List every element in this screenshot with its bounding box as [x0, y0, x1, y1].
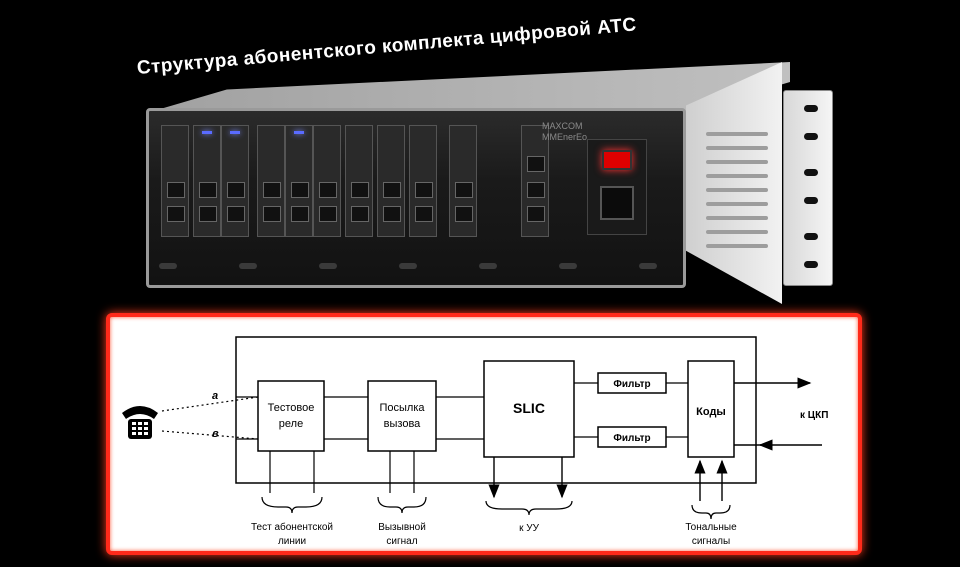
brace-tone — [691, 504, 731, 520]
ring-signal-label-2: сигнал — [386, 536, 417, 547]
blank-module — [377, 125, 405, 237]
blank-module — [521, 125, 549, 237]
brace-test — [261, 496, 323, 514]
slide-title: Структура абонентского комплекта цифрово… — [136, 14, 638, 80]
test-line-label-2: линии — [278, 536, 306, 547]
rack-mount-bracket — [783, 90, 833, 286]
tone-signals-label-2: сигналы — [692, 536, 730, 547]
test-relay-label-2: реле — [279, 418, 303, 430]
ring-signal-label-1: Вызывной — [378, 522, 426, 533]
test-relay-block — [257, 380, 325, 452]
blank-module — [345, 125, 373, 237]
diagram-canvas: а в Тестовое реле Посылка вызова SLIC Фи… — [122, 336, 828, 547]
to-ckp-label: к ЦКП — [800, 410, 828, 421]
blank-module — [449, 125, 477, 237]
to-uu-label: к УУ — [519, 523, 540, 534]
ringing-block — [367, 380, 437, 452]
telephone-icon — [122, 406, 158, 439]
line-module — [285, 125, 313, 237]
line-module — [257, 125, 285, 237]
line-module — [221, 125, 249, 237]
codec-block — [687, 360, 735, 458]
power-switch-icon — [602, 150, 632, 170]
filter-top-label: Фильтр — [613, 379, 650, 390]
power-panel — [587, 139, 647, 235]
power-socket-icon — [600, 186, 634, 220]
filter-bottom-block — [597, 426, 667, 448]
test-line-label-1: Тест абонентской — [251, 521, 333, 533]
line-b — [161, 430, 259, 440]
line-a-label: а — [212, 390, 218, 402]
slic-block — [483, 360, 575, 458]
ringing-label-2: вызова — [384, 418, 422, 430]
cpu-module — [161, 125, 189, 237]
filter-bottom-label: Фильтр — [613, 433, 650, 444]
blank-module — [409, 125, 437, 237]
filter-top-block — [597, 372, 667, 394]
line-module — [193, 125, 221, 237]
tone-signals-label-1: Тональные — [685, 522, 737, 533]
device-brand: MAXCOM MMEnerEo — [541, 121, 587, 142]
test-relay-label-1: Тестовое — [268, 402, 315, 414]
pbx-device-front: MAXCOM MMEnerEo — [146, 108, 686, 288]
line-a — [161, 396, 259, 412]
brace-ring — [377, 496, 427, 514]
brace-uu — [485, 500, 573, 516]
ringing-label-1: Посылка — [379, 402, 425, 414]
kit-boundary — [235, 336, 757, 484]
subscriber-kit-diagram: а в Тестовое реле Посылка вызова SLIC Фи… — [106, 313, 862, 555]
codec-label: Коды — [696, 406, 726, 418]
line-b-label: в — [212, 428, 219, 440]
slic-label: SLIC — [513, 400, 545, 416]
blank-module — [313, 125, 341, 237]
